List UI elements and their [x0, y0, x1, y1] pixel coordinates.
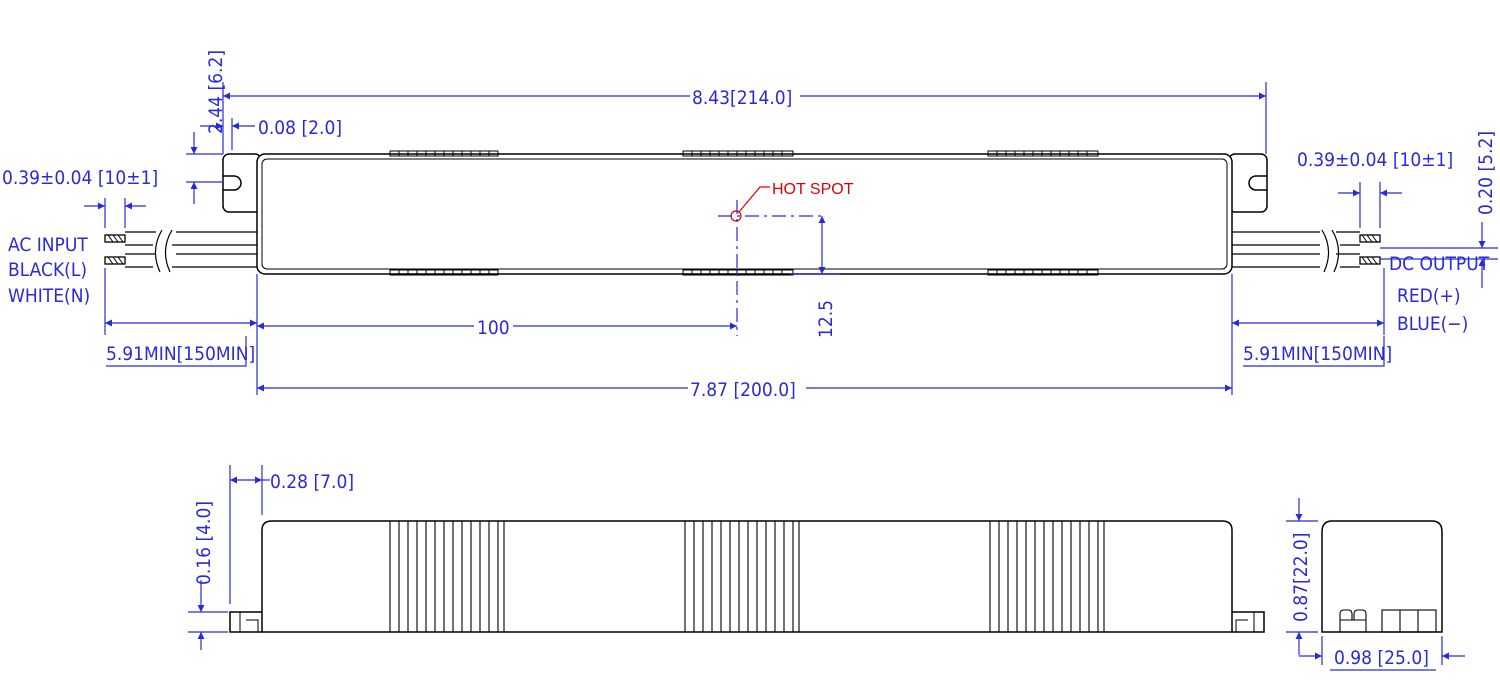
side-inset-label: 0.28 [7.0] — [270, 471, 354, 493]
side-inset-dimension: 0.28 [7.0] — [229, 465, 354, 604]
body-length-dimension: 7.87 [200.0] — [257, 379, 1232, 401]
dc-output-label: DC OUTPUT — [1389, 253, 1490, 275]
tab-offset-dimension: 0.08 [2.0] — [200, 117, 342, 150]
hot-spot-marker: HOT SPOT — [718, 181, 854, 336]
tab-height-dimension: 2.44 [6.2] — [186, 50, 227, 204]
top-view: HOT SPOT 8.43[214.0] 0.08 [2.0] 2.44 [6.… — [2, 50, 1498, 401]
ac-input-label: AC INPUT — [8, 234, 88, 256]
hot-spot-offset-label: 12.5 — [815, 300, 837, 338]
side-view: 0.28 [7.0] 0.16 [4.0] — [188, 465, 1265, 650]
body-length-label: 7.87 [200.0] — [690, 379, 796, 401]
dc-blue-label: BLUE(−) — [1397, 313, 1468, 335]
end-body — [1321, 520, 1443, 633]
hot-spot-distance-label: 100 — [477, 317, 510, 339]
end-height-dimension: 0.87[22.0] — [1286, 498, 1318, 655]
right-offset-dimension: 0.20 [5.2] — [1380, 131, 1498, 288]
driver-body-inner — [261, 158, 1228, 270]
end-width-label: 0.98 [25.0] — [1334, 647, 1429, 669]
end-view: 0.87[22.0] 0.98 [25.0] — [1286, 498, 1465, 671]
dc-output-legend: DC OUTPUT RED(+) BLUE(−) — [1389, 253, 1490, 335]
left-slot-label: 0.39±0.04 [10±1] — [2, 167, 158, 189]
side-left-flange — [229, 611, 262, 633]
side-rib-clusters — [389, 521, 1105, 632]
flange-height-dimension: 0.16 [4.0] — [188, 501, 228, 650]
overall-length-label: 8.43[214.0] — [692, 87, 792, 109]
dc-output-wires — [1232, 229, 1381, 273]
right-mount-tab — [1228, 153, 1268, 213]
right-slot-label: 0.39±0.04 [10±1] — [1297, 149, 1453, 171]
end-width-dimension: 0.98 [25.0] — [1299, 636, 1465, 671]
flange-height-label: 0.16 [4.0] — [193, 501, 215, 585]
rib-marks — [389, 150, 1099, 276]
ac-input-wires — [104, 229, 257, 273]
right-wire-label: 5.91MIN[150MIN] — [1243, 343, 1392, 365]
hot-spot-offset-dimension: 12.5 — [790, 216, 840, 338]
ac-black-label: BLACK(L) — [8, 259, 87, 281]
driver-body-top — [256, 153, 1233, 275]
left-wire-label: 5.91MIN[150MIN] — [106, 343, 255, 365]
left-slot-dimension: 0.39±0.04 [10±1] — [2, 167, 158, 228]
hot-spot-distance-dimension: 100 — [257, 317, 737, 339]
ac-input-legend: AC INPUT BLACK(L) WHITE(N) — [8, 234, 90, 307]
right-slot-dimension: 0.39±0.04 [10±1] — [1297, 149, 1453, 228]
right-tab-slot — [1248, 175, 1267, 191]
left-wire-dimension: 5.91MIN[150MIN] — [104, 268, 258, 395]
left-tab-slot — [223, 175, 242, 191]
overall-length-dimension: 8.43[214.0] — [222, 82, 1267, 154]
ac-white-label: WHITE(N) — [8, 285, 90, 307]
right-wire-dimension: 5.91MIN[150MIN] — [1231, 268, 1392, 395]
hot-spot-label: HOT SPOT — [772, 181, 854, 198]
right-offset-label: 0.20 [5.2] — [1475, 131, 1497, 215]
tab-height-label: 2.44 [6.2] — [205, 50, 227, 134]
side-right-flange — [1232, 611, 1265, 633]
dc-red-label: RED(+) — [1397, 285, 1461, 307]
left-mount-tab — [222, 153, 262, 213]
end-height-label: 0.87[22.0] — [1290, 533, 1312, 622]
tab-offset-label: 0.08 [2.0] — [258, 117, 342, 139]
